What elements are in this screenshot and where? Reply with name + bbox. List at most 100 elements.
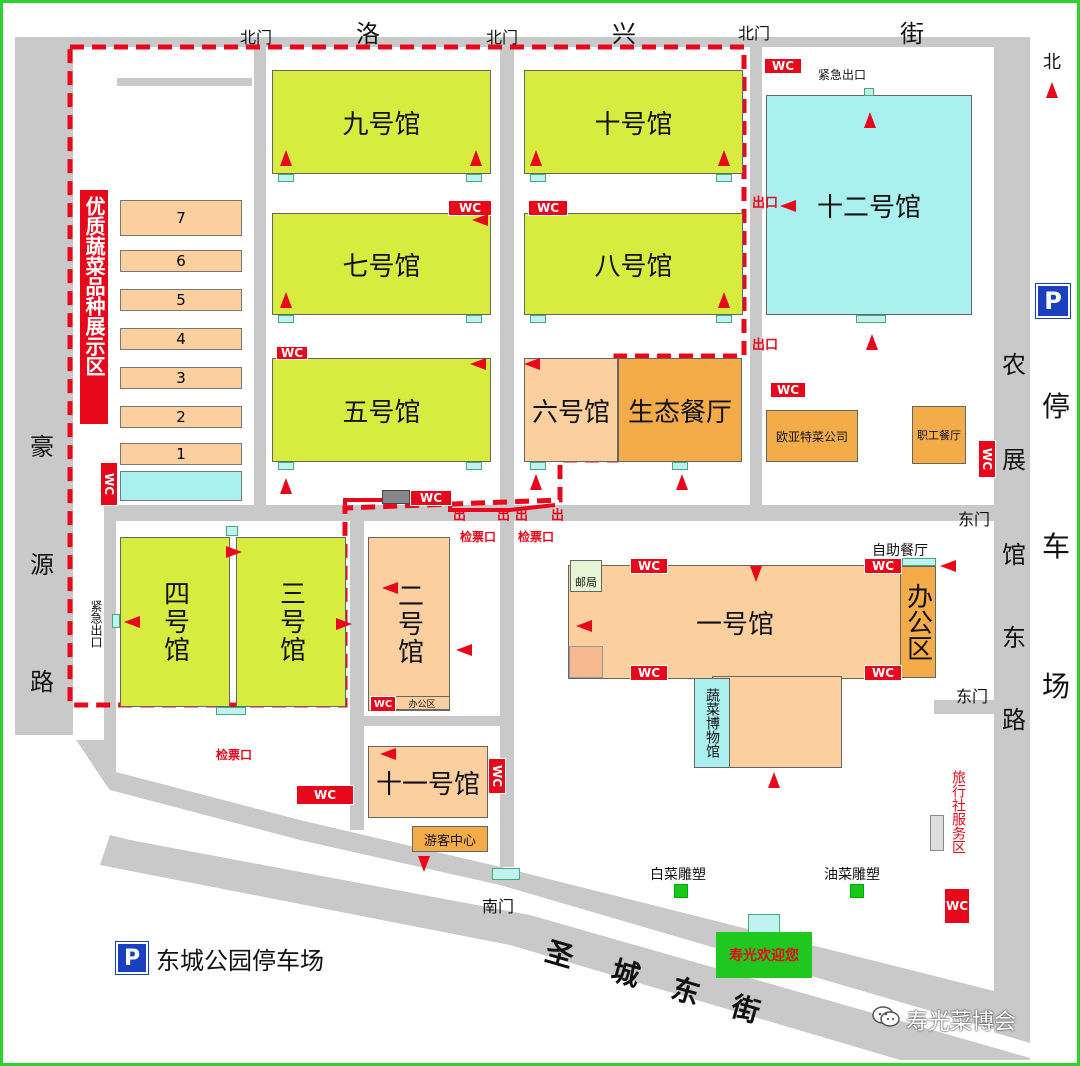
inner-road-v1 xyxy=(254,47,266,505)
hall-3-label: 三号馆 xyxy=(275,580,306,664)
inner-road-h2 xyxy=(350,716,510,726)
wc-hall7: WC xyxy=(276,346,308,360)
dongcheng-parking-label: 东城公园停车场 xyxy=(156,947,324,975)
entry-arrow-icon xyxy=(472,214,488,226)
hall-6[interactable]: 六号馆 xyxy=(524,358,618,462)
plot-row-6: 6 xyxy=(120,250,242,272)
hall-10[interactable]: 十号馆 xyxy=(524,70,743,174)
entry-arrow-icon xyxy=(718,150,730,166)
east-gate-2: 东门 xyxy=(956,687,989,706)
entry-arrow-icon xyxy=(456,644,472,656)
wc-hall10: WC xyxy=(528,200,568,216)
wc-south-west: WC xyxy=(296,785,354,805)
west-road xyxy=(15,40,73,740)
exit-mark-2: 出口 xyxy=(752,338,779,353)
plot-row-5: 5 xyxy=(120,289,242,311)
entry-arrow-icon xyxy=(576,620,592,632)
staff-canteen-label: 职工餐厅 xyxy=(917,429,961,442)
staff-canteen[interactable]: 职工餐厅 xyxy=(912,406,966,464)
eco-restaurant[interactable]: 生态餐厅 xyxy=(618,358,742,462)
hall-4-label: 四号馆 xyxy=(159,580,190,664)
inner-road-v5 xyxy=(104,505,116,785)
entry-arrow-icon xyxy=(226,546,242,558)
south-street-main xyxy=(100,835,1030,1060)
entry-arrow-icon xyxy=(768,772,780,788)
north-gate-2: 北门 xyxy=(486,28,519,47)
hall-2[interactable]: 二号馆 xyxy=(368,537,450,711)
entry-arrow-icon xyxy=(676,474,688,490)
wc-hall1-top-right: WC xyxy=(864,558,902,574)
hall-8-label: 八号馆 xyxy=(594,251,673,282)
door xyxy=(530,174,546,182)
entry-arrow-icon xyxy=(866,334,878,350)
entry-arrow-icon xyxy=(530,474,542,490)
west-street-char-3: 路 xyxy=(30,668,54,696)
east-street-char-2: 展 xyxy=(1002,446,1026,474)
east-street-char-4: 东 xyxy=(1002,624,1026,652)
east-road xyxy=(994,37,1030,1057)
office-area-label: 办公区 xyxy=(902,583,933,661)
wc-east-road: WC xyxy=(978,440,996,478)
exit-mark-6: 出 xyxy=(548,508,563,521)
door xyxy=(278,174,294,182)
hall-2-label: 二号馆 xyxy=(393,582,424,666)
east-parking-char-1: 停 xyxy=(1042,390,1071,423)
visitor-center[interactable]: 游客中心 xyxy=(412,826,488,852)
post-office-label: 邮局 xyxy=(575,576,597,589)
hall-1-corner-room xyxy=(569,646,603,678)
hall-3[interactable]: 三号馆 xyxy=(236,537,346,707)
exit-mark-5: 出 xyxy=(512,508,527,521)
door xyxy=(466,315,482,323)
welcome-sign-post xyxy=(748,914,780,934)
hall-9[interactable]: 九号馆 xyxy=(272,70,491,174)
entry-arrow-icon xyxy=(530,150,542,166)
hall-12[interactable]: 十二号馆 xyxy=(766,95,972,315)
hall-7[interactable]: 七号馆 xyxy=(272,213,491,315)
wc-hall11: WC xyxy=(488,758,506,794)
entry-arrow-icon xyxy=(280,478,292,494)
door xyxy=(466,174,482,182)
east-gate-stub xyxy=(934,700,994,714)
entry-arrow-icon xyxy=(864,112,876,128)
wc-north: WC xyxy=(764,58,802,74)
north-arrow-icon xyxy=(1046,82,1058,98)
door xyxy=(716,174,732,182)
post-office[interactable]: 邮局 xyxy=(570,560,602,592)
entry-arrow-icon xyxy=(524,358,540,370)
emergency-exit-left: 紧急出口 xyxy=(89,600,103,648)
eco-restaurant-label: 生态餐厅 xyxy=(627,397,732,428)
compass-north-label: 北 xyxy=(1043,52,1061,73)
ticket-gate-3: 检票口 xyxy=(216,748,253,762)
showcase-top-plot xyxy=(117,78,252,86)
office-small[interactable]: 办公区 xyxy=(394,696,450,710)
door xyxy=(864,88,874,96)
door xyxy=(216,707,246,715)
ouya-company[interactable]: 欧亚特菜公司 xyxy=(766,410,858,462)
north-street-char-1: 洛 xyxy=(356,20,380,48)
entry-arrow-icon xyxy=(750,566,762,582)
office-area[interactable]: 办公区 xyxy=(900,566,936,678)
east-gate-1: 东门 xyxy=(958,510,991,529)
east-street-char-5: 路 xyxy=(1002,706,1026,734)
door xyxy=(278,462,294,470)
route-gate-box xyxy=(382,490,410,504)
hall-8[interactable]: 八号馆 xyxy=(524,213,743,315)
cabbage-sculpture-marker xyxy=(674,884,688,898)
door xyxy=(530,462,546,470)
entry-arrow-icon xyxy=(470,150,482,166)
hall-6-label: 六号馆 xyxy=(531,397,610,428)
plot-row-2: 2 xyxy=(120,406,242,428)
hall-11-label: 十一号馆 xyxy=(375,769,480,800)
vegetable-museum-label: 蔬菜博物馆 xyxy=(704,688,720,758)
door xyxy=(902,558,936,566)
entry-arrow-icon xyxy=(280,292,292,308)
hall-1[interactable]: 一号馆 xyxy=(568,565,902,679)
hall-10-label: 十号馆 xyxy=(594,109,673,140)
wechat-icon xyxy=(872,1006,900,1028)
visitor-center-label: 游客中心 xyxy=(423,833,476,849)
entry-arrow-icon xyxy=(380,748,396,760)
hall-5[interactable]: 五号馆 xyxy=(272,358,491,462)
vegetable-museum[interactable]: 蔬菜博物馆 xyxy=(694,678,730,768)
